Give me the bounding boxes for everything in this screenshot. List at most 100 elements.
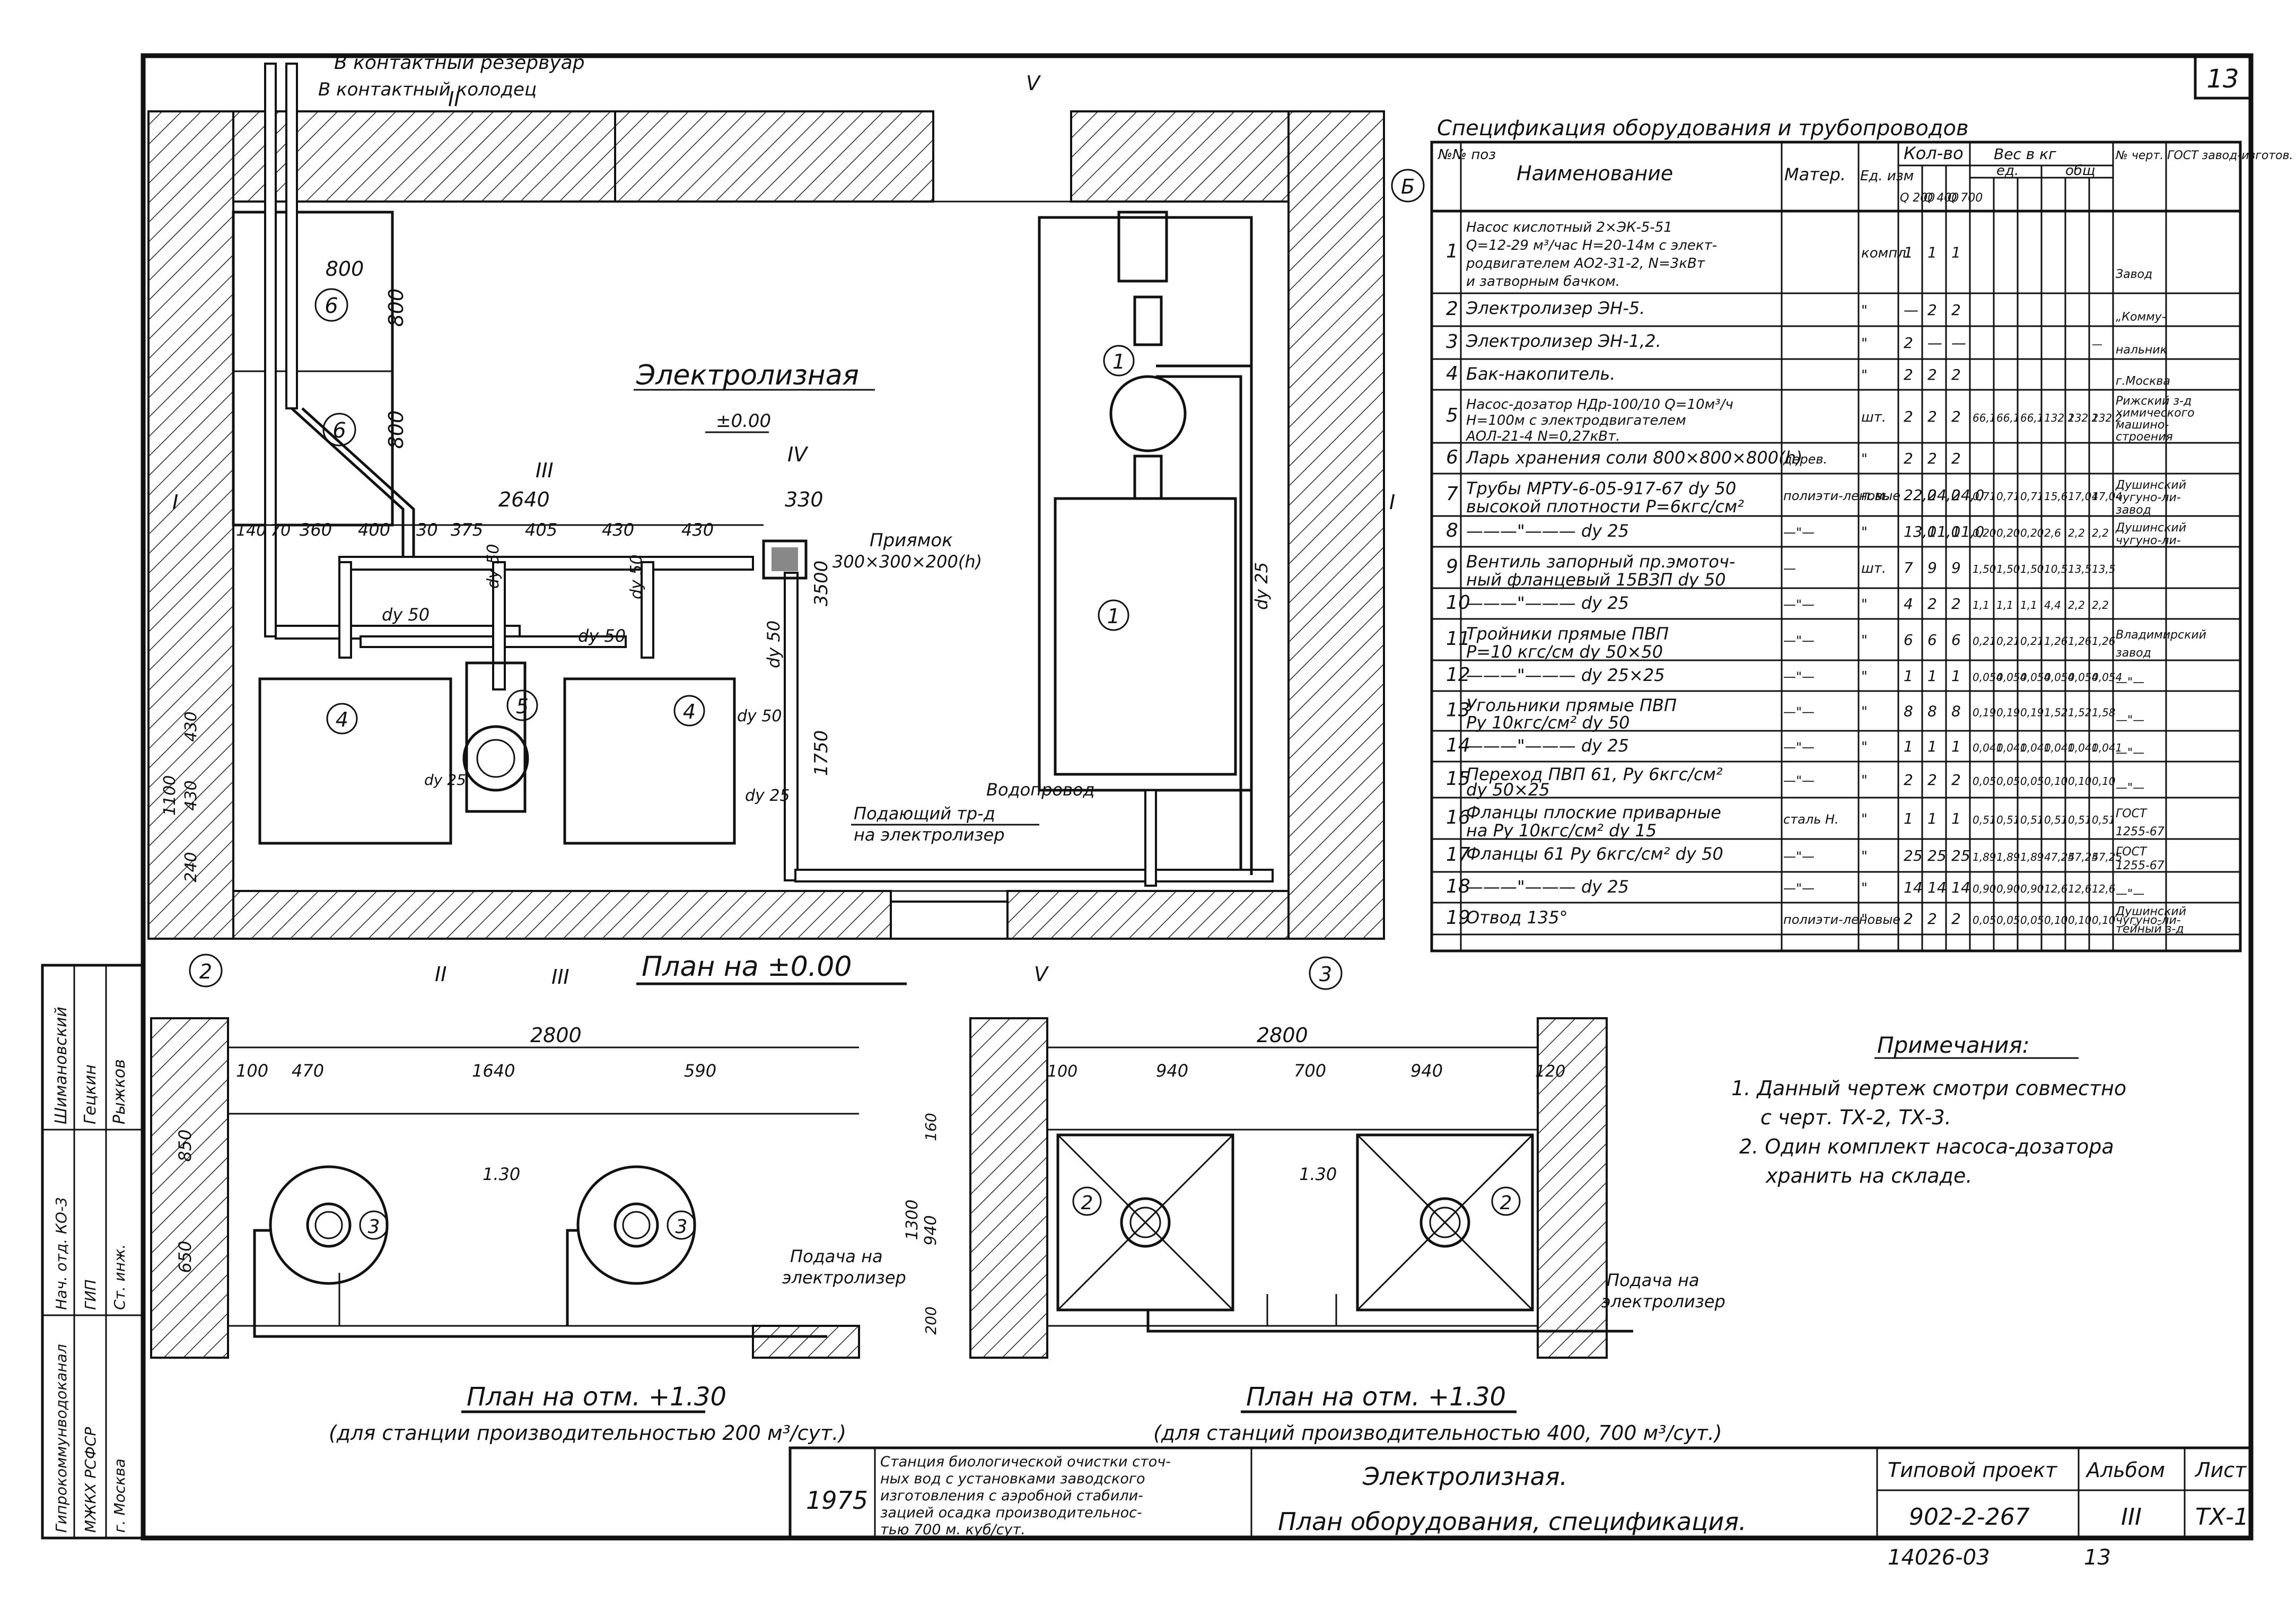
tb-desc-2: ных вод с установками заводского xyxy=(880,1471,1145,1487)
cell-weight: 66,1 xyxy=(1973,412,1996,424)
cell-qty: 13,0 xyxy=(1904,523,1936,540)
cell-unit: компл. xyxy=(1861,246,1911,261)
cell-weight: 1,26 xyxy=(2044,635,2068,648)
pipe-label-6: dy 50 xyxy=(737,707,782,726)
cell-pos: 5 xyxy=(1446,405,1458,426)
cell-material: полиэти-леновые xyxy=(1783,912,1900,927)
dim-70: 70 xyxy=(270,521,291,540)
cell-weight: 2,2 xyxy=(2092,599,2109,611)
pipe-label-7: dy 25 xyxy=(1251,562,1272,610)
cell-qty: 2 xyxy=(1904,450,1913,467)
cell-weight: 0,90 xyxy=(1973,882,1996,895)
stamp-org-3: г. Москва xyxy=(111,1458,128,1533)
mark-4a: 4 xyxy=(336,708,348,731)
cell-weight: 10,5 xyxy=(2044,563,2068,575)
cell-name: ный фланцевый 15ВЗП dy 50 xyxy=(1466,570,1726,590)
section-mark-2b: II xyxy=(448,88,460,111)
cell-weight: 15,6 xyxy=(2044,490,2068,503)
cell-weight: 0,05 xyxy=(1996,914,2020,927)
cell-name: и затворным бачком. xyxy=(1466,274,1620,290)
cell-qty: 2 xyxy=(1951,910,1961,928)
dim-800-h: 800 xyxy=(326,257,364,281)
dim-405: 405 xyxy=(525,520,557,540)
cell-weight: 1,26 xyxy=(2068,635,2092,648)
stamp-org-1: Гипрокоммунводоканал xyxy=(52,1344,70,1533)
cell-name: высокой плотности Р=6кгс/см² xyxy=(1466,496,1744,517)
cell-weight: 0,20 xyxy=(1996,527,2020,539)
cell-qty: 9 xyxy=(1951,559,1961,576)
cell-weight: 0,10 xyxy=(2044,914,2068,927)
dim-800-v2: 800 xyxy=(384,410,408,449)
cell-standard: ГОСТ xyxy=(2116,845,2148,859)
cell-weight: 0,51 xyxy=(1973,814,1996,826)
pr-dim-940c: 940 xyxy=(922,1215,940,1245)
cell-qty: 8 xyxy=(1904,703,1913,720)
cell-qty: 1 xyxy=(1904,244,1913,261)
cell-qty: — xyxy=(1951,334,1966,352)
cell-weight: 13,5 xyxy=(2092,563,2116,575)
hdr-unit-w: ед. xyxy=(1996,163,2019,179)
cell-standard: тейный з-д xyxy=(2116,923,2184,936)
section-mark-2a: II xyxy=(435,963,446,986)
cell-qty: 6 xyxy=(1951,631,1961,649)
cell-weight: 47,25 xyxy=(2092,851,2122,863)
cell-qty: 1 xyxy=(1904,810,1913,827)
water-label: Водопровод xyxy=(986,780,1095,800)
cell-standard: машино- xyxy=(2116,418,2169,432)
cell-standard: чугуно-ли- xyxy=(2116,914,2181,927)
cell-standard: Душинский xyxy=(2115,905,2186,918)
pipe-label-4: dy 50 xyxy=(484,544,503,589)
pl-dim-590: 590 xyxy=(684,1061,716,1081)
cell-weight: 1,89 xyxy=(2020,851,2044,863)
cell-weight: 0,041 xyxy=(2044,741,2074,754)
tb-sheet-label: Лист xyxy=(2194,1458,2247,1482)
cell-weight: 1,1 xyxy=(1973,599,1990,611)
cell-qty: 6 xyxy=(1927,631,1937,649)
plan-left: 2800 100 470 1640 590 850 650 3 3 1.30 П… xyxy=(150,1017,906,1445)
tb-desc-4: зацией осадка производительнос- xyxy=(880,1505,1142,1521)
tb-desc-3: изготовления с аэробной стабили- xyxy=(880,1488,1143,1504)
cell-standard: —"— xyxy=(2116,676,2144,689)
cell-material: —"— xyxy=(1783,849,1815,864)
cell-standard: —"— xyxy=(2116,746,2144,759)
dim-430b: 430 xyxy=(681,520,714,540)
dim-430-2: 430 xyxy=(182,780,200,810)
cell-standard: чугуно-ли- xyxy=(2116,491,2181,504)
cell-pos: 10 xyxy=(1446,592,1470,614)
cell-weight: — xyxy=(2092,338,2102,351)
cell-unit: " xyxy=(1861,597,1868,613)
cell-material: полиэти-леновые xyxy=(1783,488,1900,503)
dim-800-v1: 800 xyxy=(384,289,408,327)
cell-name: Электролизер ЭН-1,2. xyxy=(1466,331,1661,351)
mark-1b: 1 xyxy=(1107,605,1120,628)
plan-top: 6 6 800 800 800 В контактный резервуар В… xyxy=(147,52,1425,990)
cell-qty: 2 xyxy=(1951,366,1961,383)
cell-weight: 0,10 xyxy=(2068,914,2092,927)
pl-subtitle: (для станции производительностью 200 м³/… xyxy=(329,1421,846,1445)
cell-material: — xyxy=(1783,561,1796,576)
cell-name: ———"——— dy 25 xyxy=(1466,593,1629,613)
hdr-qty: Кол-во xyxy=(1904,143,1964,163)
pl-dim-470: 470 xyxy=(292,1061,324,1081)
cell-name: Насос кислотный 2×ЭК-5-51 xyxy=(1466,220,1672,235)
cell-standard: Завод xyxy=(2116,268,2152,281)
tb-desc-5: тью 700 м. куб/сут. xyxy=(880,1522,1026,1538)
cell-name: Бак-накопитель. xyxy=(1466,364,1615,384)
dim-430a: 430 xyxy=(602,520,634,540)
cell-standard: строения xyxy=(2116,431,2173,444)
dim-430-1: 430 xyxy=(182,711,200,741)
cell-weight: 4,4 xyxy=(2044,599,2061,611)
cell-qty: 2 xyxy=(1904,334,1913,352)
cell-weight: 0,041 xyxy=(2092,741,2122,754)
cell-name: Насос-дозатор НДр-100/10 Q=10м³/ч xyxy=(1466,397,1733,413)
cell-weight: 1,89 xyxy=(1996,851,2020,863)
cell-qty: — xyxy=(1904,301,1918,319)
cell-unit: " xyxy=(1861,880,1868,896)
section-mark-5b: V xyxy=(1034,963,1049,986)
note-1b: с черт. ТХ-2, ТХ-3. xyxy=(1760,1106,1951,1129)
tb-title-1: Электролизная. xyxy=(1362,1462,1567,1491)
pl-dim-2800: 2800 xyxy=(530,1024,582,1047)
cell-name: Ларь хранения соли 800×800×800(h) xyxy=(1466,448,1802,468)
pl-dim-100: 100 xyxy=(236,1061,268,1081)
